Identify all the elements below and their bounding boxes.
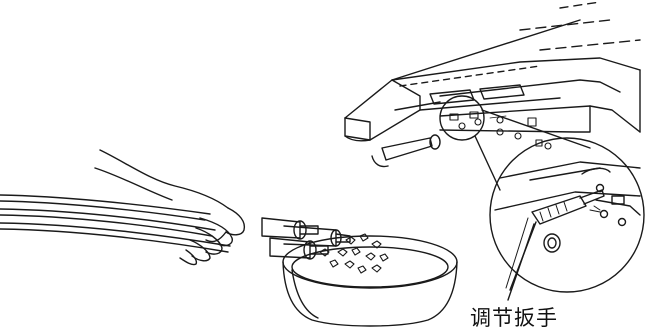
device-stand: [372, 135, 440, 167]
hand: [95, 150, 244, 265]
bowl: [283, 236, 457, 326]
cable-bundle: [0, 195, 230, 252]
magnified-detail: [490, 138, 644, 292]
device-body: [345, 2, 640, 141]
callout-circle-small: [440, 96, 590, 190]
caption-leader-line: [508, 224, 534, 300]
falling-parts: [320, 234, 388, 273]
caption-label: 调节扳手: [470, 302, 558, 332]
